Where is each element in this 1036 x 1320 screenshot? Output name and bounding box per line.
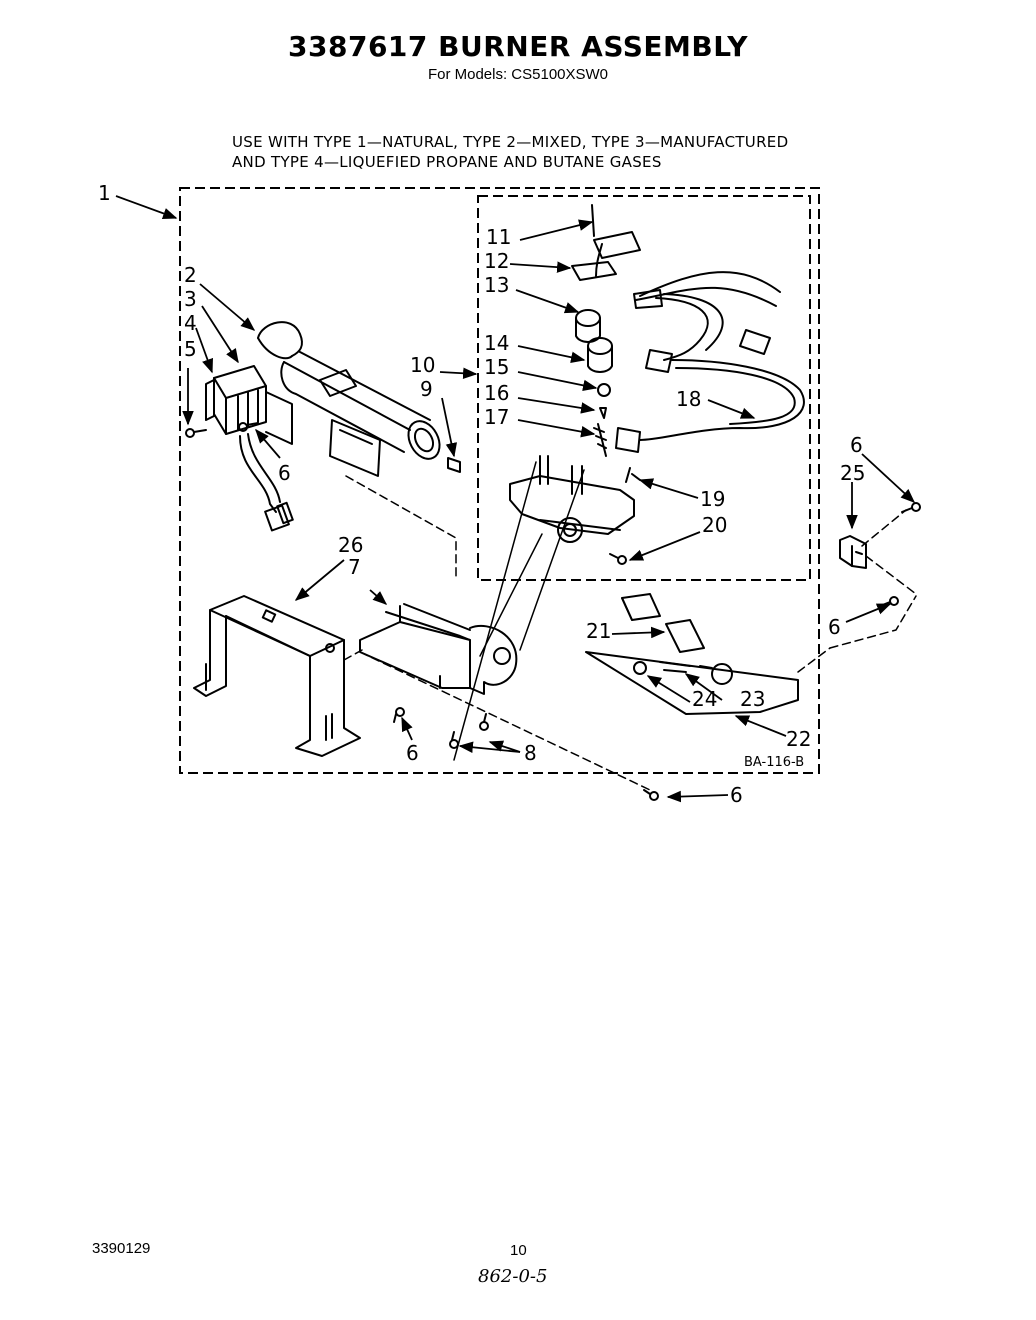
burner-tube [257,321,441,460]
callout-13: 13 [484,273,509,297]
valve-group-boundary [477,195,811,581]
callout-25: 25 [840,461,865,485]
callout-1: 1 [98,181,111,205]
drawing-code: BA-116-B [744,755,804,770]
callout-15: 15 [484,355,509,379]
ignitor-group [585,593,799,715]
valve-body [509,455,641,543]
callout-9: 9 [420,377,433,401]
callout-4: 4 [184,311,197,335]
page-title: 3387617 BURNER ASSEMBLY [288,30,748,63]
callout-7: 7 [348,555,361,579]
callout-8: 8 [524,741,537,765]
dashed-guides [343,509,917,791]
callout-16: 16 [484,381,509,405]
side-clip [839,535,867,569]
leader-lines [115,195,916,803]
callout-12: 12 [484,249,509,273]
assembly-boundary [179,187,820,774]
callout-10: 10 [410,353,435,377]
burner-plate [329,419,381,477]
callout-6-bracket: 6 [278,461,291,485]
gas-usage-note: USE WITH TYPE 1—NATURAL, TYPE 2—MIXED, T… [232,132,788,172]
callout-17: 17 [484,405,509,429]
assembly-lines [345,461,585,761]
callout-5: 5 [184,337,197,361]
callout-24: 24 [692,687,717,711]
sensor-bracket [205,365,294,532]
callout-23: 23 [740,687,765,711]
callout-22: 22 [786,727,811,751]
footer-part-number: 3390129 [92,1240,151,1257]
callout-20: 20 [702,513,727,537]
gas-valve-stack [571,204,641,457]
callout-6-right-top: 6 [850,433,863,457]
callout-14: 14 [484,331,509,355]
callout-18: 18 [676,387,701,411]
wire-harness [615,271,805,453]
callout-6-right-bottom: 6 [828,615,841,639]
callout-6-outside: 6 [730,783,743,807]
callout-2: 2 [184,263,197,287]
footer-page-number: 10 [510,1242,527,1259]
usage-line-2: AND TYPE 4—LIQUEFIED PROPANE AND BUTANE … [232,153,662,171]
bracket-screws [185,422,259,438]
models-subtitle: For Models: CS5100XSW0 [427,66,609,83]
callout-3: 3 [184,287,197,311]
handwritten-note: 862-0-5 [478,1266,548,1287]
callout-numbers: 1 2 3 4 5 6 6 6 6 6 7 8 9 10 11 12 13 14… [98,181,865,807]
callout-11: 11 [486,225,511,249]
usage-line-1: USE WITH TYPE 1—NATURAL, TYPE 2—MIXED, T… [232,133,789,151]
burner-support-bracket [193,595,361,757]
orifice [447,457,461,473]
callout-26: 26 [338,533,363,557]
callout-21: 21 [586,619,611,643]
callout-19: 19 [700,487,725,511]
callout-6-bottom: 6 [406,741,419,765]
